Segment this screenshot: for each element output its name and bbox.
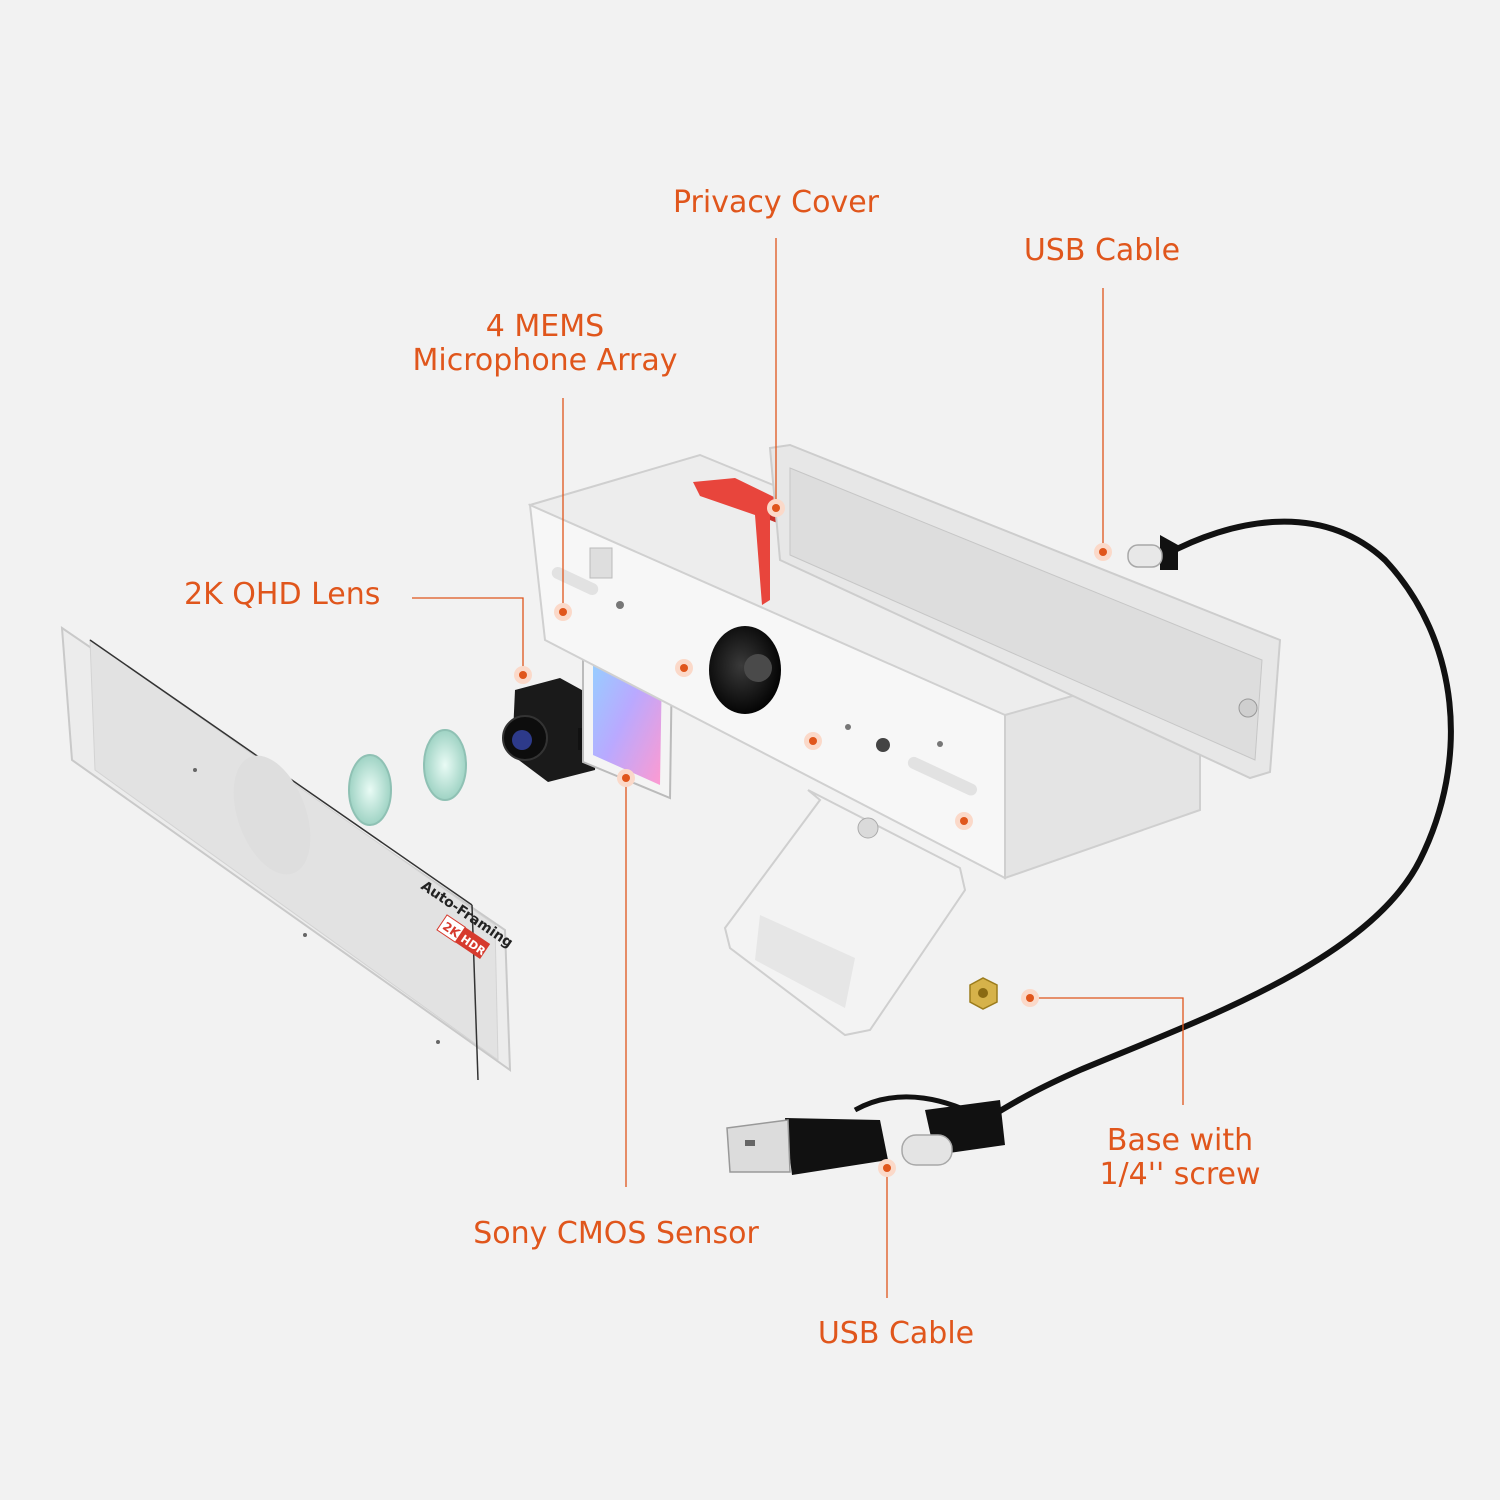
callout-dot: [1021, 989, 1039, 1007]
usb-c-plug-bottom: [901, 1100, 1005, 1166]
lens-label: 2K QHD Lens: [184, 577, 381, 612]
callout-dot: [878, 1159, 896, 1177]
mic-array-label-line2: Microphone Array: [412, 343, 678, 378]
callout-dot: [675, 659, 693, 677]
callout-dot: [804, 732, 822, 750]
mic-array-label-line1: 4 MEMS: [485, 309, 605, 344]
base-label-line1: Base with: [1106, 1123, 1254, 1158]
front-cover-panel: Auto-Framing 2K HDR: [60, 626, 516, 1081]
glass-lens-elements: [348, 729, 467, 826]
usb-c-plug-top: [1127, 535, 1178, 570]
callout-dot: [554, 603, 572, 621]
usb-cable: [726, 518, 1454, 1175]
callout-dot: [617, 769, 635, 787]
privacy-cover-label: Privacy Cover: [672, 185, 879, 220]
usb-a-plug: [726, 1118, 888, 1175]
base-label-line2: 1/4'' screw: [1099, 1157, 1261, 1192]
usb-cable-top-label: USB Cable: [1023, 233, 1181, 268]
callout-dot: [955, 812, 973, 830]
callout-dot: [767, 499, 785, 517]
back-plate: [768, 443, 1282, 780]
callout-leader-lines: [412, 238, 1184, 1298]
callout-dot: [514, 666, 532, 684]
callout-dots: [514, 499, 1112, 1177]
callout-dot: [1094, 543, 1112, 561]
usb-cable-bottom-label: USB Cable: [817, 1316, 975, 1351]
brass-screw: [969, 977, 998, 1010]
camera-body: [527, 453, 1202, 880]
base-stand: [723, 789, 967, 1037]
sensor-label: Sony CMOS Sensor: [473, 1216, 759, 1251]
